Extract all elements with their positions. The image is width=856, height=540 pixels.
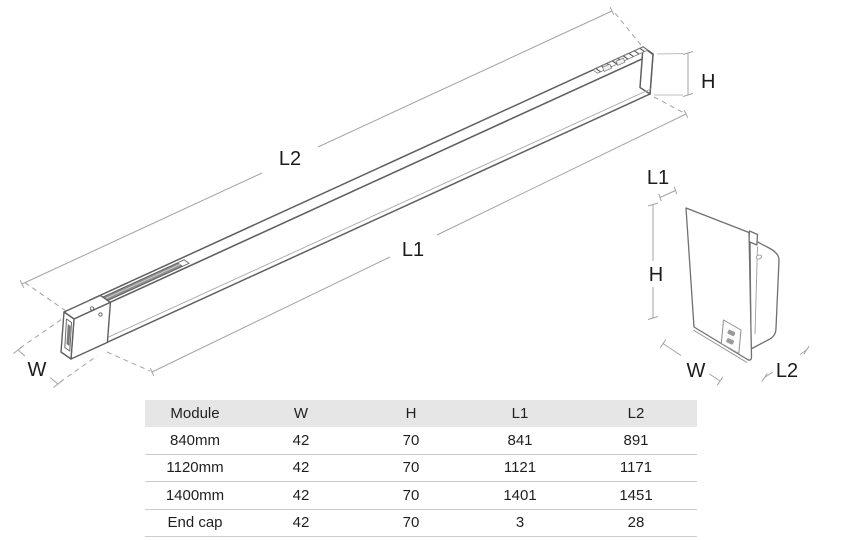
endview-l1-dimension — [658, 186, 678, 202]
column-header-module: Module — [170, 405, 220, 422]
table-cell: 42 — [292, 459, 310, 477]
endview-height-dimension — [647, 202, 659, 320]
track-step — [177, 259, 190, 267]
table-cell: 70 — [402, 431, 420, 449]
column-header-h: H — [405, 405, 417, 422]
table-cell: 3 — [515, 514, 525, 532]
end-cap-view — [685, 207, 780, 363]
height-dimension — [654, 51, 694, 97]
iso-dimension-lines — [13, 6, 694, 388]
spec-table: Module W H L1 L2 840mm 42 70 841 891 112… — [145, 400, 697, 537]
table-row: 1400mm 42 70 1401 1451 — [145, 482, 697, 510]
table-row: End cap 42 70 3 28 — [145, 509, 697, 537]
brand-logo-icon — [726, 329, 736, 345]
overall-length-dimension — [19, 6, 642, 312]
endview-width-dimension — [659, 339, 724, 386]
table-row: 1120mm 42 70 1121 1171 — [145, 454, 697, 482]
endview-h-label: H — [649, 264, 663, 286]
end-view-dimension-lines — [647, 186, 810, 386]
table-cell: 42 — [292, 431, 310, 449]
table-cell: 1401 — [503, 486, 537, 504]
table-cell: 70 — [402, 459, 420, 477]
iso-l1-label: L1 — [402, 239, 424, 261]
column-header-l2: L2 — [627, 405, 645, 422]
dimension-labels: L2 L1 H W L1 H W L2 — [28, 71, 799, 382]
table-cell: 1171 — [619, 459, 653, 477]
width-dimension — [13, 318, 98, 388]
connector-screw — [98, 312, 103, 317]
table-cell: 42 — [292, 514, 310, 532]
endcap-housing — [749, 237, 780, 350]
iso-w-label: W — [28, 359, 47, 381]
endview-l2-label: L2 — [776, 360, 798, 382]
track-contacts — [592, 46, 649, 74]
table-cell: 70 — [402, 514, 420, 532]
endcap-hole — [755, 254, 763, 260]
profile-front-face — [96, 53, 654, 348]
module-length-dimension — [106, 96, 689, 377]
column-header-l1: L1 — [511, 405, 529, 422]
table-cell: 891 — [623, 431, 649, 449]
endview-l1-label: L1 — [647, 167, 669, 189]
connector-slot — [66, 324, 71, 346]
table-cell-module: 1120mm — [166, 459, 224, 477]
endview-l2-dimension — [761, 345, 810, 382]
endcap-plate — [685, 207, 753, 361]
table-row: 840mm 42 70 841 891 — [145, 427, 697, 455]
table-cell-module: End cap — [167, 514, 223, 532]
profile-bottom-groove — [97, 88, 652, 343]
profile-right-end-face — [639, 46, 654, 95]
iso-l2-label: L2 — [279, 148, 301, 170]
table-cell: 1121 — [503, 459, 537, 477]
table-cell: 841 — [507, 431, 533, 449]
table-cell-module: 1400mm — [165, 486, 225, 504]
connector-screw — [89, 306, 95, 311]
table-cell-module: 840mm — [169, 431, 221, 449]
table-cell: 28 — [627, 514, 645, 532]
table-cell: 1451 — [619, 486, 653, 504]
table-cell: 70 — [402, 486, 420, 504]
linear-profile — [86, 46, 654, 348]
iso-h-label: H — [701, 71, 715, 93]
table-cell: 42 — [292, 486, 310, 504]
endview-w-label: W — [687, 360, 706, 382]
column-header-w: W — [293, 405, 309, 422]
endcap-label-sticker — [720, 319, 742, 354]
end-connector — [60, 294, 112, 360]
table-header-row: Module W H L1 L2 — [145, 400, 697, 427]
